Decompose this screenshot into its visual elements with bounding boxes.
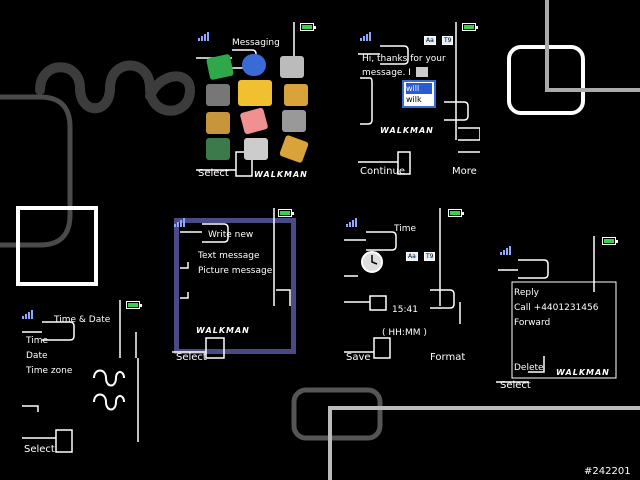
screen-message-options: Reply Call +4401231456 Forward Delete WA… — [496, 232, 620, 392]
page-title: Messaging — [232, 38, 280, 48]
phone-card-icon[interactable] — [282, 110, 306, 132]
battery-icon — [448, 209, 464, 217]
grey-rounded-square-bottom — [291, 387, 383, 441]
softkey-select[interactable]: Select — [500, 380, 531, 391]
options-popup-frame — [511, 281, 617, 379]
signal-icon — [360, 22, 372, 41]
softkey-more[interactable]: More — [452, 166, 477, 177]
menu-item-date[interactable]: Date — [26, 351, 48, 361]
text-cursor — [416, 67, 428, 77]
email-icon[interactable] — [238, 80, 272, 106]
signal-icon — [22, 300, 34, 319]
screen-time: Time Aa T9 15:41 ( HH:MM ) Save Format — [344, 206, 466, 366]
settings-icon[interactable] — [244, 138, 268, 160]
signal-icon — [174, 208, 186, 227]
page-title: Time & Date — [54, 315, 111, 325]
screen-messaging: Messaging Select WALKMAN — [196, 20, 318, 182]
walkman-brand: WALKMAN — [254, 170, 308, 179]
suggestion-item[interactable]: will — [406, 83, 432, 94]
highlight-frame — [174, 218, 296, 354]
battery-icon — [602, 237, 618, 245]
option-forward[interactable]: Forward — [514, 318, 551, 328]
softkey-continue[interactable]: Continue — [360, 166, 405, 177]
screen-time-date: Time & Date Time Date Time zone Select — [20, 298, 144, 460]
input-mode-abc-badge: Aa — [424, 36, 436, 45]
word-suggestion-list[interactable]: will wilk — [402, 80, 436, 108]
page-title: Write new — [208, 230, 254, 240]
phone-edit-icon[interactable] — [206, 138, 230, 160]
walkman-brand: WALKMAN — [556, 368, 610, 377]
folder-icon[interactable] — [206, 112, 230, 134]
signal-icon — [500, 236, 512, 255]
softkey-format[interactable]: Format — [430, 352, 466, 363]
option-delete[interactable]: Delete — [514, 363, 544, 373]
battery-icon — [126, 301, 142, 309]
grey-corner-bottom — [328, 406, 640, 480]
softkey-select[interactable]: Select — [24, 444, 55, 455]
grey-corner-top-right — [545, 0, 640, 92]
screen-lines — [172, 208, 291, 359]
signal-icon — [346, 208, 358, 227]
input-mode-abc-badge: Aa — [406, 252, 418, 261]
screen-lines — [496, 236, 617, 383]
t9-badge: T9 — [424, 252, 436, 261]
menu-item-time[interactable]: Time — [26, 336, 49, 346]
time-format-hint: ( HH:MM ) — [382, 328, 427, 338]
t9-badge: T9 — [442, 36, 454, 45]
battery-icon — [278, 209, 294, 217]
film-icon[interactable] — [284, 84, 308, 106]
image-id-label: #242201 — [584, 466, 631, 477]
signal-icon — [198, 22, 210, 41]
walkman-brand: WALKMAN — [196, 326, 250, 335]
softkey-select[interactable]: Select — [198, 168, 229, 179]
battery-icon — [300, 23, 316, 31]
softkey-save[interactable]: Save — [346, 352, 371, 363]
time-value[interactable]: 15:41 — [392, 305, 418, 315]
walkman-squiggle-logo — [35, 60, 196, 116]
softkey-select[interactable]: Select — [176, 352, 207, 363]
white-square-left — [16, 206, 98, 286]
screen-lines — [358, 22, 480, 175]
walkman-brand: WALKMAN — [380, 126, 434, 135]
option-reply[interactable]: Reply — [514, 288, 539, 298]
screen-lines — [344, 208, 461, 359]
grey-arc-left — [0, 94, 73, 248]
message-text-line-1[interactable]: Hi, thanks for your — [362, 54, 446, 64]
menu-item-time-zone[interactable]: Time zone — [26, 366, 73, 376]
screen-compose: Aa T9 Hi, thanks for your message. I wil… — [358, 20, 480, 182]
battery-icon — [462, 23, 478, 31]
globe-icon[interactable] — [242, 54, 266, 76]
page-title: Time — [394, 224, 417, 234]
screen-lines — [22, 300, 139, 453]
gamepad-icon[interactable] — [280, 56, 304, 78]
menu-item-picture-message[interactable]: Picture message — [198, 266, 273, 276]
screen-write-new: Write new Text message Picture message W… — [172, 206, 296, 366]
option-call[interactable]: Call +4401231456 — [514, 303, 599, 313]
message-text-line-2[interactable]: message. I — [362, 68, 411, 78]
menu-item-text-message[interactable]: Text message — [198, 251, 260, 261]
suggestion-item[interactable]: wilk — [406, 95, 422, 104]
camera-icon[interactable] — [206, 84, 230, 106]
